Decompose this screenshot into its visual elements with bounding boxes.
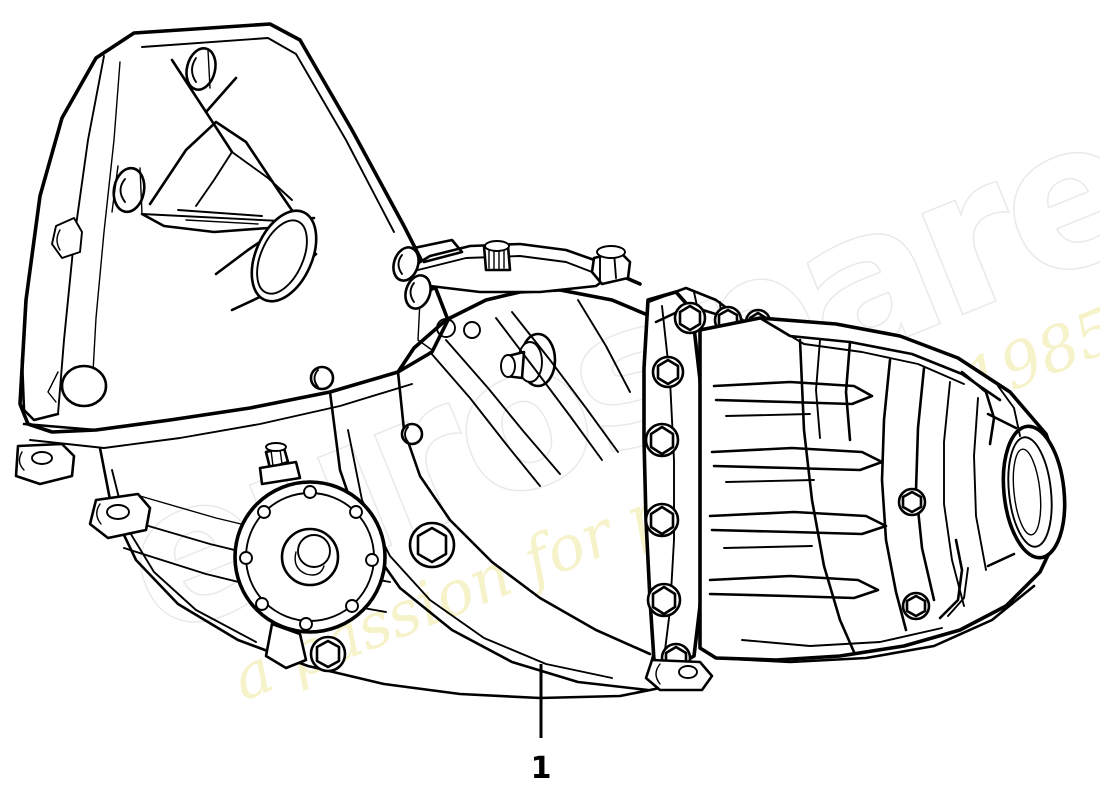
joint-flange [642, 286, 772, 692]
mounting-lug-lower [88, 492, 152, 540]
case-boss-small [309, 365, 335, 391]
bell-housing-boss-left [111, 165, 146, 215]
callout-1-number[interactable]: 1 [531, 751, 552, 786]
clutch-release-bore [177, 209, 318, 312]
mounting-lug-left [14, 442, 76, 486]
drain-plug [258, 442, 302, 486]
bell-housing [14, 22, 450, 486]
bell-housing-boss-lower [51, 217, 83, 259]
rear-bolt-b [901, 591, 931, 621]
breather-cap [482, 240, 512, 272]
flange-bolt-5 [646, 582, 682, 618]
rear-extension [698, 316, 1067, 664]
case-hex-nut [408, 521, 456, 569]
callout-1[interactable]: 1 [531, 664, 552, 786]
rear-bolt-a [897, 487, 927, 517]
output-bore [986, 412, 1067, 568]
upper-boss-pair [392, 238, 464, 310]
inspection-cover [233, 480, 387, 670]
case-boss-small-2 [400, 422, 424, 446]
flange-bolt-3 [644, 422, 680, 458]
flange-bolt-4 [644, 502, 680, 538]
flange-bolt-2 [651, 355, 685, 389]
switch-boss [590, 245, 632, 286]
case-hex-bolt-lower [309, 635, 347, 673]
flange-bolt-1 [673, 301, 707, 335]
bell-housing-boss-upper [185, 47, 217, 91]
